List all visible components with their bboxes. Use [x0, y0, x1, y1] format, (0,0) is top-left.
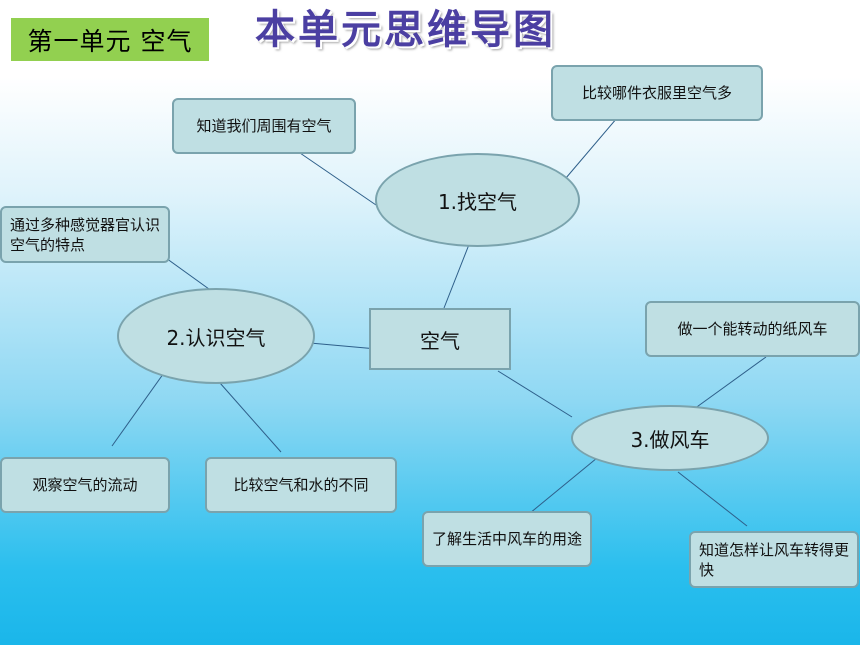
connector-center-pinwheel: [497, 370, 573, 418]
note-make-pinwheel: 做一个能转动的纸风车: [645, 301, 860, 357]
unit-label: 第一单元 空气: [11, 18, 209, 61]
connector-center-know: [309, 342, 378, 350]
connector-center-find: [443, 241, 471, 309]
connector-know-water: [219, 382, 282, 453]
connector-pinwheel-faster: [677, 471, 748, 527]
note-observe-flow: 观察空气的流动: [0, 457, 170, 513]
center-node: 空气: [369, 308, 511, 370]
connector-find-clothes: [559, 117, 618, 186]
note-uses: 了解生活中风车的用途: [422, 511, 592, 567]
connector-pinwheel-make: [693, 356, 767, 410]
note-know-around: 知道我们周围有空气: [172, 98, 356, 154]
connector-pinwheel-uses: [523, 457, 598, 519]
note-senses: 通过多种感觉器官认识空气的特点: [0, 206, 170, 263]
note-compare-clothes: 比较哪件衣服里空气多: [551, 65, 763, 121]
page-title: 本单元思维导图: [255, 7, 556, 53]
note-compare-water: 比较空气和水的不同: [205, 457, 397, 513]
branch-find-air: 1.找空气: [375, 153, 580, 247]
branch-know-air: 2.认识空气: [117, 288, 315, 384]
branch-pinwheel: 3.做风车: [571, 405, 769, 471]
note-faster: 知道怎样让风车转得更快: [689, 531, 859, 588]
connector-know-observe: [111, 369, 167, 447]
connector-find-know-around: [299, 152, 377, 206]
